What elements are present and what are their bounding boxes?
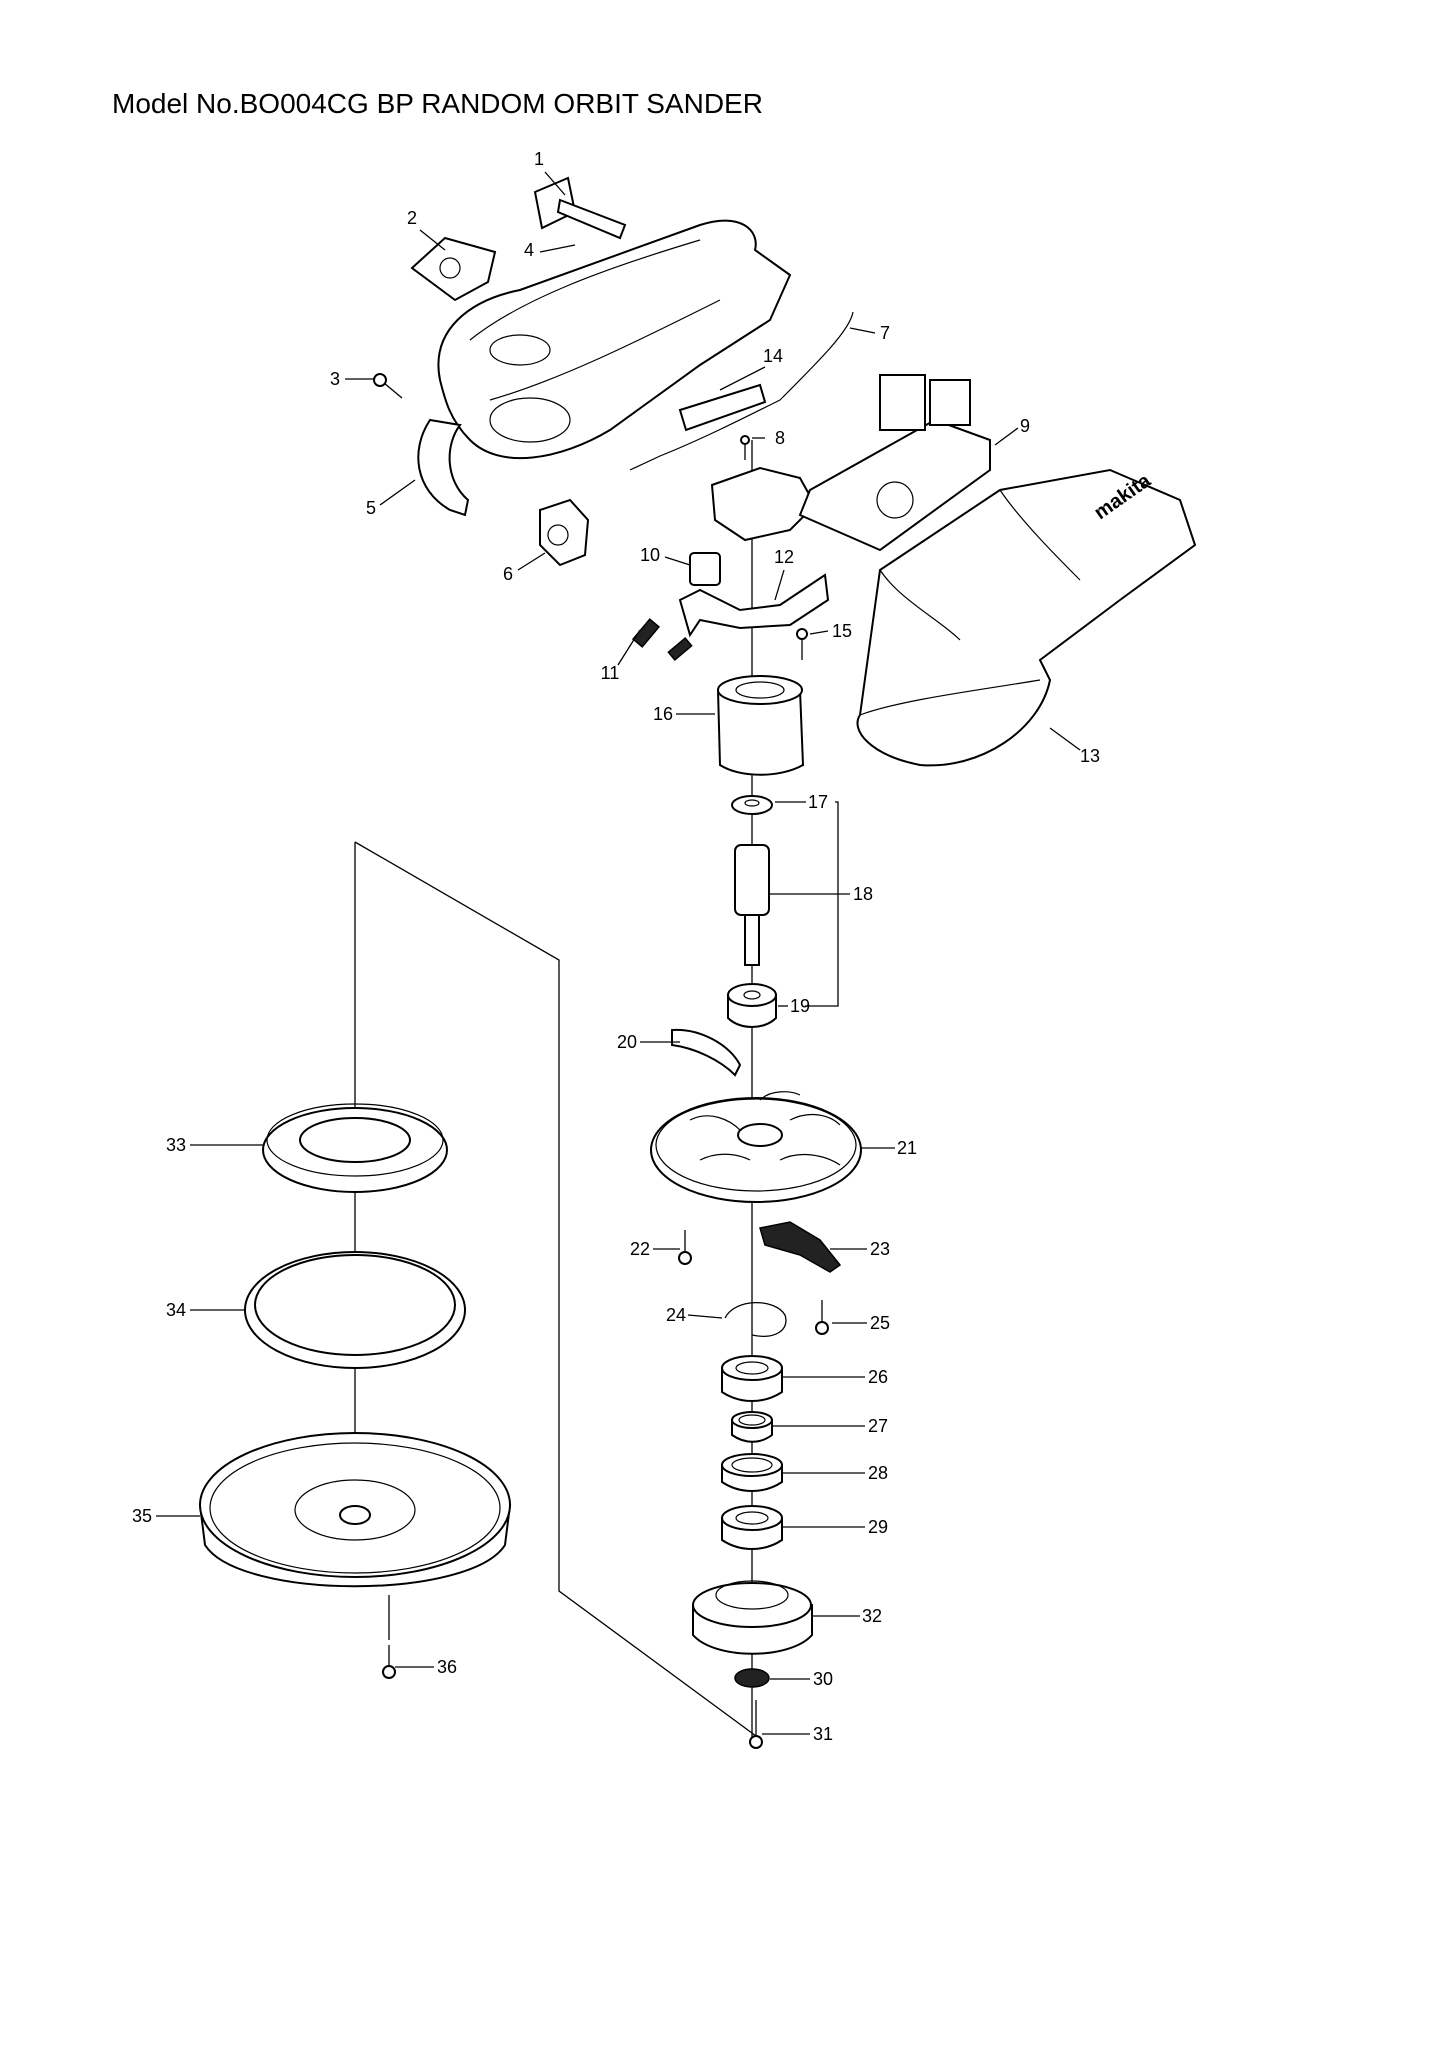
part-bracket <box>678 573 830 638</box>
part-screw-3 <box>373 373 403 399</box>
leader-line-9 <box>994 427 1019 446</box>
part-ring-27 <box>731 1411 773 1443</box>
part-ring-34 <box>244 1251 466 1369</box>
part-number-label: 21 <box>897 1138 917 1158</box>
part-label-14 <box>678 383 767 432</box>
part-screw-25 <box>815 1300 829 1335</box>
part-number-label: 24 <box>666 1305 686 1325</box>
part-pad-holder-33 <box>262 1103 448 1193</box>
part-number-label: 6 <box>503 564 513 584</box>
leader-line-24 <box>687 1314 723 1319</box>
part-number-label: 12 <box>774 547 794 567</box>
part-number-label: 4 <box>524 240 534 260</box>
part-springs <box>631 618 693 661</box>
part-controller <box>798 374 991 552</box>
part-number-label: 23 <box>870 1239 890 1259</box>
part-number-label: 32 <box>862 1606 882 1626</box>
part-number-label: 17 <box>808 792 828 812</box>
part-number-label: 34 <box>166 1300 186 1320</box>
part-counterweight <box>759 1221 842 1273</box>
part-fan <box>650 1091 862 1203</box>
part-number-label: 29 <box>868 1517 888 1537</box>
part-number-label: 31 <box>813 1724 833 1744</box>
part-screw-22 <box>678 1230 692 1265</box>
part-bearing-29 <box>721 1505 783 1550</box>
part-housing <box>437 219 792 460</box>
part-number-label: 15 <box>832 621 852 641</box>
part-tool-body: makita <box>856 468 1197 767</box>
part-number-label: 13 <box>1080 746 1100 766</box>
part-number-label: 18 <box>853 884 873 904</box>
leader-line-15 <box>809 630 829 635</box>
part-number-label: 9 <box>1020 416 1030 436</box>
part-number-label: 14 <box>763 346 783 366</box>
leader-line-7 <box>849 327 876 334</box>
part-number-label: 16 <box>653 704 673 724</box>
part-number-label: 1 <box>534 149 544 169</box>
leader-line-5 <box>379 479 416 506</box>
leader-line-2 <box>419 229 446 251</box>
part-sensor-plate <box>710 466 817 542</box>
part-number-label: 33 <box>166 1135 186 1155</box>
part-number-label: 28 <box>868 1463 888 1483</box>
part-dust-guard <box>417 418 470 517</box>
part-screw-36 <box>382 1595 396 1679</box>
part-number-label: 10 <box>640 545 660 565</box>
part-bearing-19 <box>727 983 777 1028</box>
leader-line-11 <box>617 629 641 666</box>
part-number-label: 8 <box>775 428 785 448</box>
part-screw-15 <box>796 628 808 660</box>
part-wire <box>629 311 854 471</box>
part-number-label: 36 <box>437 1657 457 1677</box>
part-number-label: 35 <box>132 1506 152 1526</box>
part-number-label: 11 <box>601 663 620 683</box>
page-title: Model No.BO004CG BP RANDOM ORBIT SANDER <box>112 88 763 119</box>
part-number-label: 19 <box>790 996 810 1016</box>
part-number-label: 7 <box>880 323 890 343</box>
part-ring-28 <box>721 1453 783 1492</box>
part-bearing-17 <box>731 795 773 815</box>
part-number-label: 5 <box>366 498 376 518</box>
part-number-label: 22 <box>630 1239 650 1259</box>
part-armature <box>734 844 770 966</box>
part-number-label: 3 <box>330 369 340 389</box>
leader-line-10 <box>664 556 691 566</box>
part-number-label: 30 <box>813 1669 833 1689</box>
part-number-label: 2 <box>407 208 417 228</box>
part-retaining-ring <box>724 1301 787 1337</box>
part-number-label: 27 <box>868 1416 888 1436</box>
part-washer-30 <box>734 1668 770 1688</box>
leader-line-13 <box>1049 727 1081 751</box>
leader-line-6 <box>517 552 546 571</box>
part-sanding-pad <box>198 1432 512 1588</box>
part-bearing-26 <box>721 1355 783 1402</box>
part-10 <box>689 552 721 586</box>
leader-line-14 <box>719 366 766 391</box>
leader-line-12 <box>774 569 785 601</box>
part-end-cap <box>539 498 590 567</box>
part-number-label: 25 <box>870 1313 890 1333</box>
part-balance-weight <box>671 1028 742 1077</box>
part-number-label: 26 <box>868 1367 888 1387</box>
part-screw-8 <box>740 435 750 460</box>
part-bearing-housing <box>692 1580 813 1655</box>
leader-line-1 <box>544 171 566 196</box>
leader-line-4 <box>539 244 576 253</box>
part-number-label: 20 <box>617 1032 637 1052</box>
part-cap <box>410 236 497 302</box>
part-switch <box>533 176 627 240</box>
part-stator <box>716 675 805 776</box>
part-screw-31 <box>749 1700 763 1749</box>
